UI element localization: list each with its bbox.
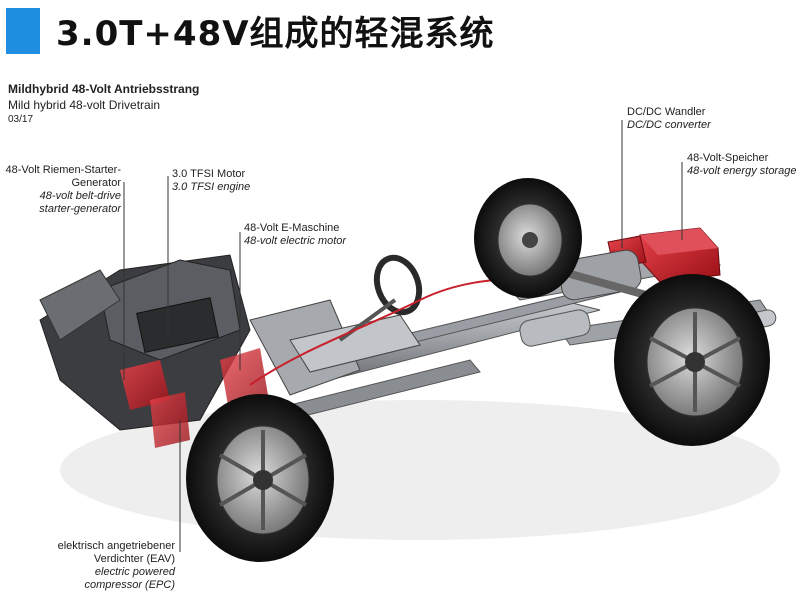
caption-title-de: Mildhybrid 48-Volt Antriebsstrang	[8, 82, 200, 96]
wheel-front-right	[186, 394, 334, 562]
caption-title-en: Mild hybrid 48-volt Drivetrain	[8, 98, 161, 112]
label-e-machine-de: 48-Volt E-Maschine	[244, 222, 340, 234]
transmission	[249, 299, 421, 396]
starter-generator-highlight	[120, 360, 170, 410]
label-starter-generator-en2: starter-generator	[39, 203, 121, 215]
label-storage-de: 48-Volt-Speicher	[687, 152, 769, 164]
label-dcdc: DC/DC Wandler DC/DC converter	[627, 106, 711, 132]
label-e-machine-en: 48-volt electric motor	[244, 235, 347, 247]
wheel-rear-right	[614, 274, 770, 446]
label-starter-generator: 48-Volt Riemen-Starter- Generator 48-vol…	[0, 164, 121, 216]
wheel-rear-left	[474, 178, 582, 298]
label-starter-generator-en1: 48-volt belt-drive	[39, 190, 121, 202]
label-compressor-en2: compressor (EPC)	[84, 579, 175, 591]
label-compressor-en1: electric powered	[94, 566, 175, 578]
label-dcdc-de: DC/DC Wandler	[627, 106, 706, 118]
label-starter-generator-de1: 48-Volt Riemen-Starter-	[5, 164, 121, 176]
compressor-highlight	[150, 392, 190, 448]
label-compressor-de2: Verdichter (EAV)	[93, 553, 175, 565]
page-title: 3.0T+48V组成的轻混系统	[56, 14, 495, 54]
label-storage-en: 48-volt energy storage	[687, 165, 797, 177]
label-tfsi-en: 3.0 TFSI engine	[172, 181, 251, 193]
label-tfsi-de: 3.0 TFSI Motor	[172, 168, 246, 180]
label-compressor: elektrisch angetriebener Verdichter (EAV…	[0, 540, 175, 592]
battery-48v	[639, 227, 721, 283]
e-machine-highlight	[220, 348, 268, 405]
header: 3.0T+48V组成的轻混系统	[0, 0, 800, 62]
label-e-machine: 48-Volt E-Maschine 48-volt electric moto…	[244, 222, 346, 248]
label-dcdc-en: DC/DC converter	[627, 119, 711, 131]
label-compressor-de1: elektrisch angetriebener	[57, 540, 175, 552]
leader-lines	[123, 120, 683, 552]
header-accent-bar	[6, 8, 40, 54]
label-starter-generator-de2: Generator	[71, 177, 121, 189]
caption-date: 03/17	[8, 114, 34, 125]
label-tfsi: 3.0 TFSI Motor 3.0 TFSI engine	[172, 168, 250, 194]
label-storage: 48-Volt-Speicher 48-volt energy storage	[687, 152, 796, 178]
